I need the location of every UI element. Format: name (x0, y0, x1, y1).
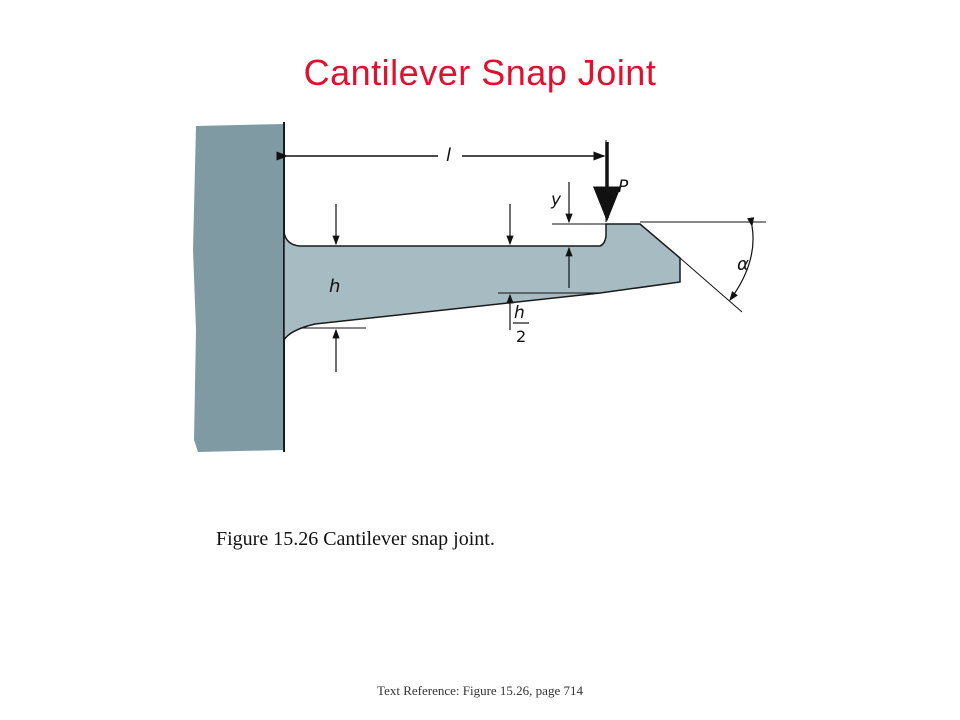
cantilever-diagram: l P y h h 2 α (193, 122, 766, 452)
half-height-numerator: h (514, 303, 525, 323)
cantilever-beam (283, 223, 681, 343)
text-reference: Text Reference: Figure 15.26, page 714 (377, 683, 583, 698)
angle-arc (729, 217, 755, 301)
wall (193, 124, 284, 452)
length-label: l (446, 145, 451, 166)
angle-label: α (737, 254, 749, 275)
half-height-denominator: 2 (516, 327, 526, 346)
figure-caption: Figure 15.26 Cantilever snap joint. (216, 528, 495, 550)
angle-ramp-line (679, 257, 743, 313)
height-label: h (329, 276, 340, 297)
deflection-label: y (550, 190, 562, 210)
load-label: P (618, 177, 629, 197)
slide-title: Cantilever Snap Joint (303, 52, 657, 93)
